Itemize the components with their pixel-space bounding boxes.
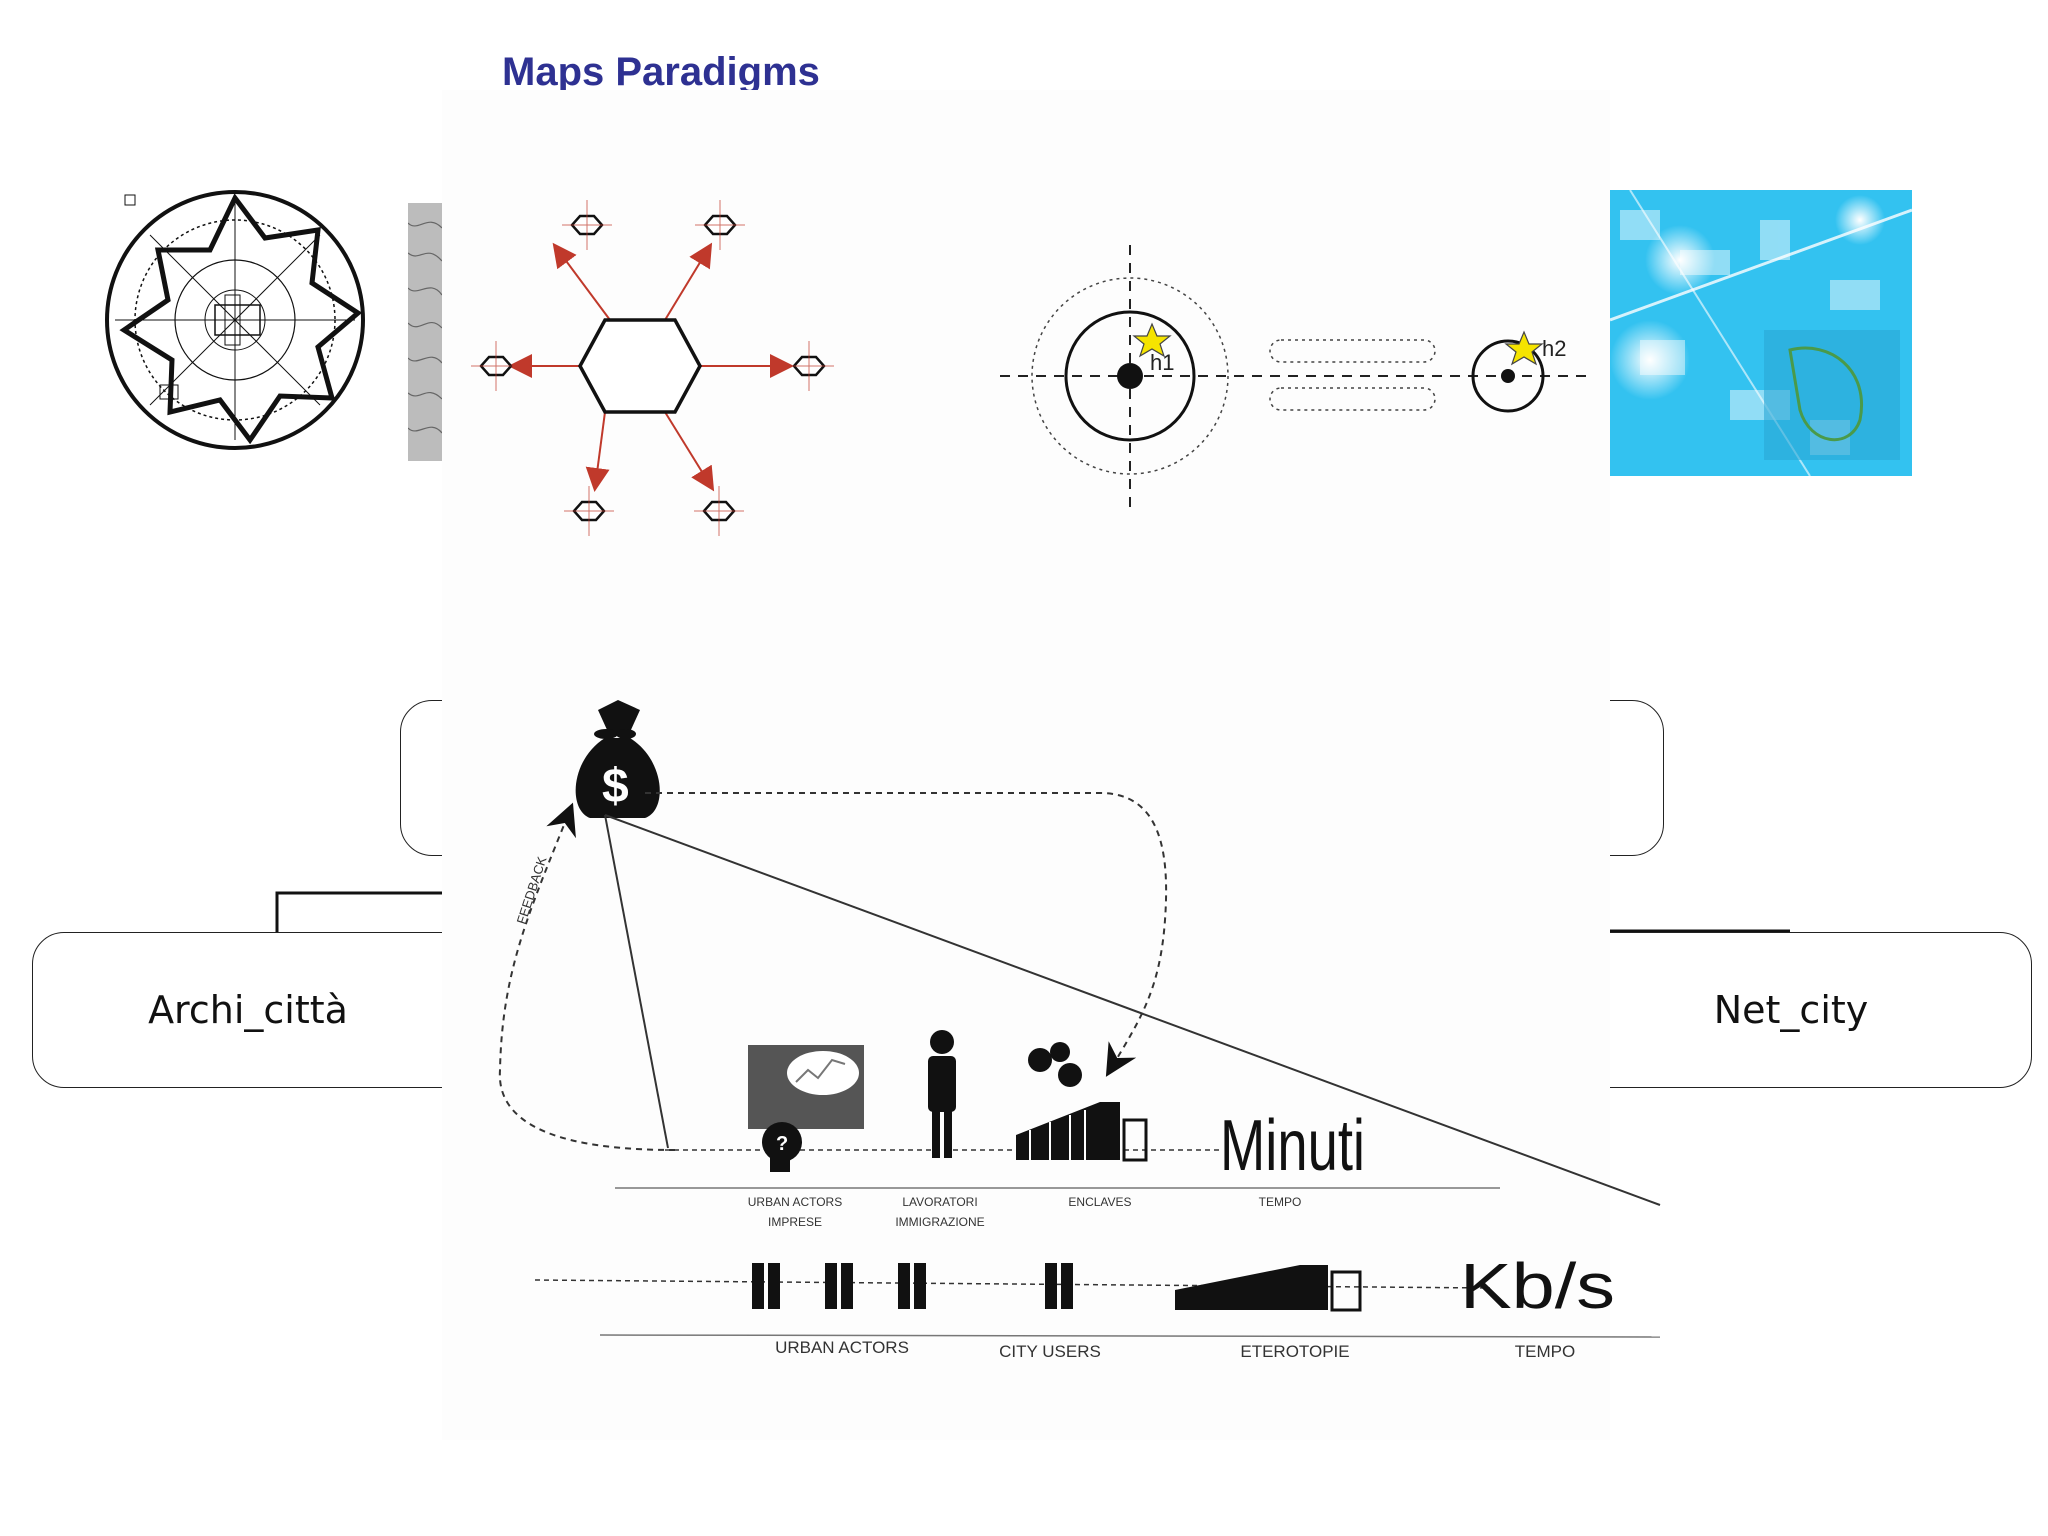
node-net-city-label: Net_city: [1713, 988, 1869, 1032]
hexagon-network-diagram: [471, 200, 834, 536]
money-bag-icon: $: [575, 700, 660, 818]
caption-urban-actors: URBAN ACTORS: [775, 1338, 909, 1357]
node-archi-citta-label: Archi_città: [148, 988, 348, 1032]
city-users-icon: [752, 1263, 1073, 1309]
caption-urban-actors-imprese: URBAN ACTORS IMPRESE: [747, 1195, 843, 1229]
worker-icon: [928, 1030, 956, 1158]
thinking-head-icon: ?: [748, 1045, 864, 1172]
caption-tempo-1: TEMPO: [1258, 1195, 1302, 1209]
factory-icon: [1016, 1042, 1148, 1162]
eterotopie-icon: [1175, 1265, 1362, 1312]
hub-label-h2: h2: [1542, 336, 1566, 361]
svg-text:?: ?: [776, 1133, 788, 1155]
ideal-city-plan-icon: [105, 190, 365, 450]
urban-actors-flow-diagram: $ FEEDBACK ? Minuti: [498, 700, 1661, 1338]
tree-connectors: [275, 891, 1790, 935]
caption-eterotopie: ETEROTOPIE: [1240, 1342, 1350, 1361]
hub-circles-diagram: h1 h2: [1000, 245, 1590, 508]
caption-city-users: CITY USERS: [999, 1342, 1101, 1361]
net-city-map: [1610, 190, 1912, 476]
row2-big-label: Kb/s: [1460, 1250, 1615, 1322]
slide-title: Maps Paradigms: [502, 50, 820, 94]
topographic-map-strip: [408, 203, 442, 461]
svg-text:$: $: [602, 760, 629, 813]
caption-tempo-2: TEMPO: [1514, 1342, 1576, 1361]
caption-lavoratori-immigrazione: LAVORATORI IMMIGRAZIONE: [895, 1195, 985, 1229]
hub-label-h1: h1: [1150, 350, 1174, 375]
feedback-label: FEEDBACK: [514, 854, 550, 926]
caption-enclaves: ENCLAVES: [1068, 1195, 1132, 1209]
row1-big-label: Minuti: [1220, 1106, 1365, 1186]
